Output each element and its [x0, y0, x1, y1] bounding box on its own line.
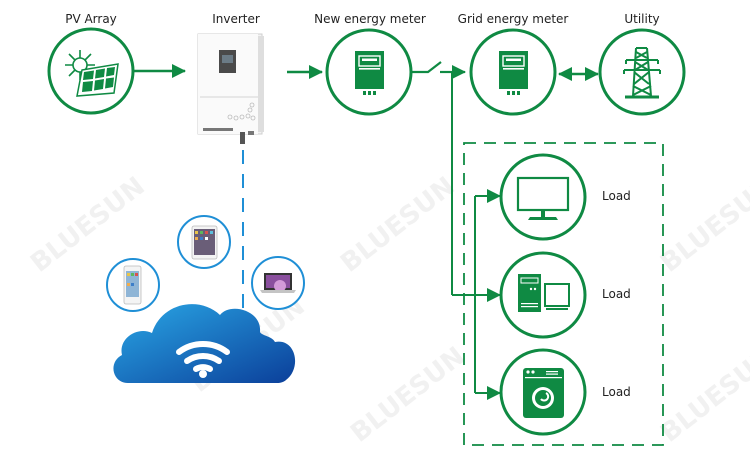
- grid-meter-node: [469, 28, 557, 116]
- washing-machine-icon: [523, 368, 564, 418]
- grid-switch: [411, 61, 452, 74]
- load-label: Load: [602, 189, 631, 203]
- pv-array-label: PV Array: [65, 12, 117, 26]
- load-node-monitor: [499, 153, 587, 241]
- wifi-cloud: [113, 304, 296, 383]
- new-meter-label: New energy meter: [314, 12, 426, 26]
- utility-node: [598, 28, 686, 116]
- inverter-device: [197, 33, 264, 144]
- inverter-label: Inverter: [212, 12, 260, 26]
- tablet-icon: [191, 225, 218, 260]
- load-label: Load: [602, 287, 631, 301]
- load-node-desktop: [499, 251, 587, 339]
- smartphone-icon: [123, 265, 142, 305]
- new-meter-node: [325, 28, 413, 116]
- desktop-computer-icon: [518, 274, 570, 312]
- utility-label: Utility: [624, 12, 660, 26]
- laptop-device: [251, 256, 305, 310]
- wifi-icon: [176, 341, 230, 372]
- energy-meter-icon: [499, 51, 528, 95]
- pv-array-node: [47, 27, 135, 115]
- load-group-box: [463, 142, 664, 446]
- laptop-icon: [260, 273, 296, 293]
- load-label: Load: [602, 385, 631, 399]
- load-node-washer: [499, 348, 587, 436]
- smartphone-device: [106, 258, 160, 312]
- monitor-icon: [516, 176, 570, 220]
- grid-meter-label: Grid energy meter: [457, 12, 569, 26]
- power-tower-icon: [623, 47, 661, 99]
- energy-meter-icon: [355, 51, 384, 95]
- solar-panel-icon: [65, 50, 119, 97]
- tablet-device: [177, 215, 231, 269]
